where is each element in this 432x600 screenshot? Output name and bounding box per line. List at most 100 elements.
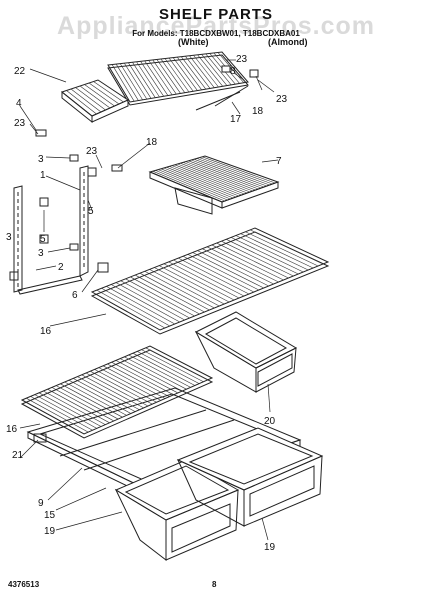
wire-rod [128, 354, 191, 388]
utility-tray [60, 79, 130, 124]
wire-rod [202, 248, 274, 285]
wire-rod [193, 55, 219, 88]
wire-rod [235, 235, 309, 271]
wire-rod [144, 60, 169, 96]
wire-rod [84, 84, 115, 107]
callout-8: 8 [230, 66, 236, 77]
wire-rod [30, 396, 93, 431]
wire-rod [196, 158, 270, 186]
wire-rod [158, 265, 230, 303]
meat-pan [194, 311, 298, 393]
callout-labels: 22 23 8 23 18 4 23 17 18 3 23 7 1 5 3 5 … [6, 54, 288, 553]
callout-23: 23 [86, 146, 98, 157]
wire-rod [34, 394, 97, 429]
wire-rod [96, 289, 166, 329]
callout-2: 2 [58, 262, 64, 273]
page-number: 8 [212, 580, 217, 589]
wire-rod [181, 56, 207, 90]
wire-rod [111, 361, 174, 396]
wire-rod [132, 62, 156, 98]
wire-rod [130, 276, 200, 315]
wire-rod [139, 272, 210, 311]
wire-rod [106, 286, 175, 325]
wire-rod [111, 64, 135, 102]
wire-rod [221, 240, 294, 277]
callout-18: 18 [252, 106, 264, 117]
color-white-label: (White) [178, 37, 209, 47]
wire-rod [245, 231, 319, 267]
wire-rod [107, 363, 170, 397]
wire-rod [178, 257, 250, 295]
wire-rod [149, 269, 220, 307]
wire-rod [197, 250, 269, 287]
wire-rod [140, 61, 164, 97]
shelf-rails [13, 165, 89, 295]
callout-20: 20 [264, 416, 276, 427]
wire-rod [230, 237, 304, 273]
wire-rod [51, 387, 115, 422]
wire-rod [166, 166, 239, 197]
wire-rod [88, 82, 120, 105]
wire-rod [125, 278, 195, 317]
wire-rod [197, 54, 223, 87]
wire-rod [185, 55, 211, 89]
wire-rod [115, 360, 179, 394]
wire-rod [66, 90, 97, 115]
wire-rod [164, 58, 190, 93]
wire-rod [94, 369, 157, 403]
wire-rod [79, 85, 111, 109]
wire-rod [160, 168, 234, 199]
wire-rod [193, 158, 267, 187]
callout-3: 3 [6, 232, 12, 243]
wire-rod [171, 165, 245, 195]
wire-rod [120, 280, 190, 319]
leader-lines [13, 59, 279, 541]
wire-rod [77, 376, 140, 410]
callout-5: 5 [40, 234, 46, 245]
callout-19: 19 [44, 526, 56, 537]
wire-rod [47, 388, 110, 424]
wire-rod [75, 87, 106, 111]
wire-rod [26, 397, 89, 433]
wire-rod [152, 170, 225, 202]
wire-rod [115, 63, 139, 101]
wire-rod [148, 60, 173, 96]
wire-rod [85, 372, 149, 407]
wire-rod [163, 167, 237, 198]
callout-23: 23 [236, 54, 248, 65]
callout-16: 16 [6, 424, 18, 435]
wire-rod [192, 252, 264, 289]
wire-rod [168, 57, 194, 92]
wire-rod [185, 161, 259, 190]
callout-9: 9 [38, 498, 44, 509]
wire-rod [102, 365, 166, 399]
wire-rod [93, 81, 124, 103]
wire-rod [226, 239, 299, 275]
callout-19: 19 [264, 542, 276, 553]
lower-wire-shelf [20, 345, 214, 439]
wire-rod [81, 374, 144, 409]
wire-rod [240, 233, 314, 269]
large-wire-shelf [90, 227, 330, 335]
wire-rod [169, 166, 242, 196]
wire-rod [115, 282, 185, 321]
wire-rod [168, 261, 240, 299]
wire-rod [155, 170, 228, 201]
callout-5: 5 [88, 206, 94, 217]
wire-rod [217, 52, 245, 83]
wire-rod [128, 62, 152, 99]
wire-rod [60, 383, 123, 418]
callout-6: 6 [72, 290, 78, 301]
wire-rod [189, 55, 215, 88]
callout-23: 23 [14, 118, 26, 129]
wire-rod [205, 53, 232, 86]
wire-rod [119, 358, 183, 392]
wire-rod [188, 160, 262, 189]
wire-rod [158, 169, 231, 200]
wire-rod [124, 356, 187, 390]
color-almond-label: (Almond) [268, 37, 308, 47]
wire-rod [199, 157, 273, 185]
wire-rod [136, 61, 160, 98]
callout-15: 15 [44, 510, 56, 521]
